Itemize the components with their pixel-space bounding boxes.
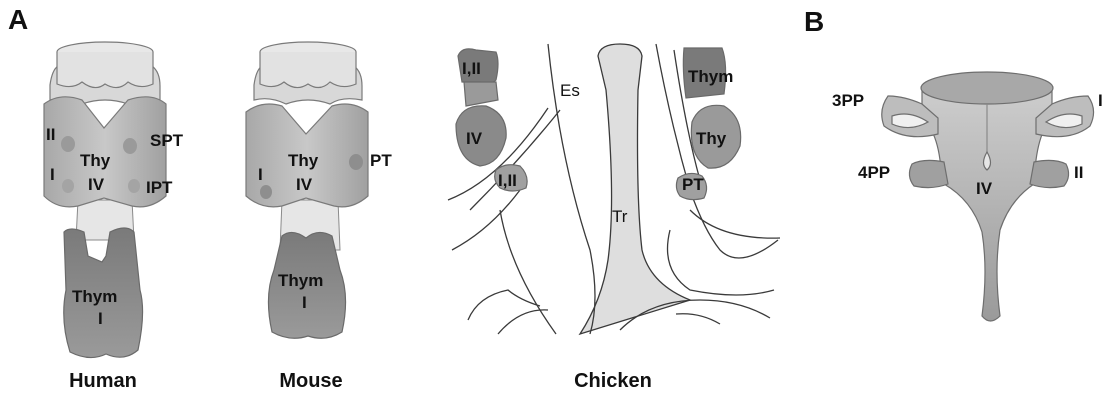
mouse-label-right: PT: [370, 151, 392, 170]
pharynx-pouch-4pp-right: [1030, 160, 1069, 187]
human-left-lower-gland: [62, 179, 74, 193]
chicken-trachea: [580, 44, 690, 334]
pharynx-label-center: IV: [976, 179, 993, 198]
human-label-left-bottom: I: [50, 165, 55, 184]
pharynx-label-left-lower: 4PP: [858, 163, 890, 182]
mouse-label-left: I: [258, 165, 263, 184]
human-label-left-top: II: [46, 125, 55, 144]
pharynx-label-left-upper: 3PP: [832, 91, 864, 110]
chicken-label-trachea: Tr: [612, 207, 628, 226]
human-ipt-gland: [128, 179, 140, 193]
caption-human: Human: [48, 370, 158, 393]
chicken-label-right-small: PT: [682, 175, 704, 194]
human-label-right-bottom: IPT: [146, 178, 173, 197]
human-label-thymus-bottom: I: [98, 309, 103, 328]
human-label-center-top: Thy: [80, 151, 111, 170]
pharynx-pouch-4pp-left: [909, 160, 948, 187]
mouse-pt-gland: [349, 154, 363, 170]
mouse-label-center-bottom: IV: [296, 175, 313, 194]
human-spt-gland: [123, 138, 137, 154]
mouse-label-thymus-bottom: I: [302, 293, 307, 312]
human-label-center-bottom: IV: [88, 175, 105, 194]
chicken-label-right-mid: Thy: [696, 129, 727, 148]
chicken-label-right-top: Thym: [688, 67, 733, 86]
human-figure: [44, 42, 166, 358]
caption-chicken: Chicken: [558, 370, 668, 393]
human-label-right-top: SPT: [150, 131, 184, 150]
caption-mouse: Mouse: [256, 370, 366, 393]
chicken-label-left-small: I,II: [498, 171, 517, 190]
human-label-thymus-top: Thym: [72, 287, 117, 306]
mouse-left-gland: [260, 185, 272, 199]
pharynx-label-right-lower: II: [1074, 163, 1083, 182]
pharynx-label-right-upper: I: [1098, 91, 1103, 110]
human-left-upper-gland: [61, 136, 75, 152]
chicken-label-esophagus: Es: [560, 81, 580, 100]
pharynx-opening: [921, 72, 1053, 104]
chicken-label-left-top: I,II: [462, 59, 481, 78]
mouse-label-thymus-top: Thym: [278, 271, 323, 290]
mouse-label-center-top: Thy: [288, 151, 319, 170]
chicken-label-left-mid: IV: [466, 129, 483, 148]
